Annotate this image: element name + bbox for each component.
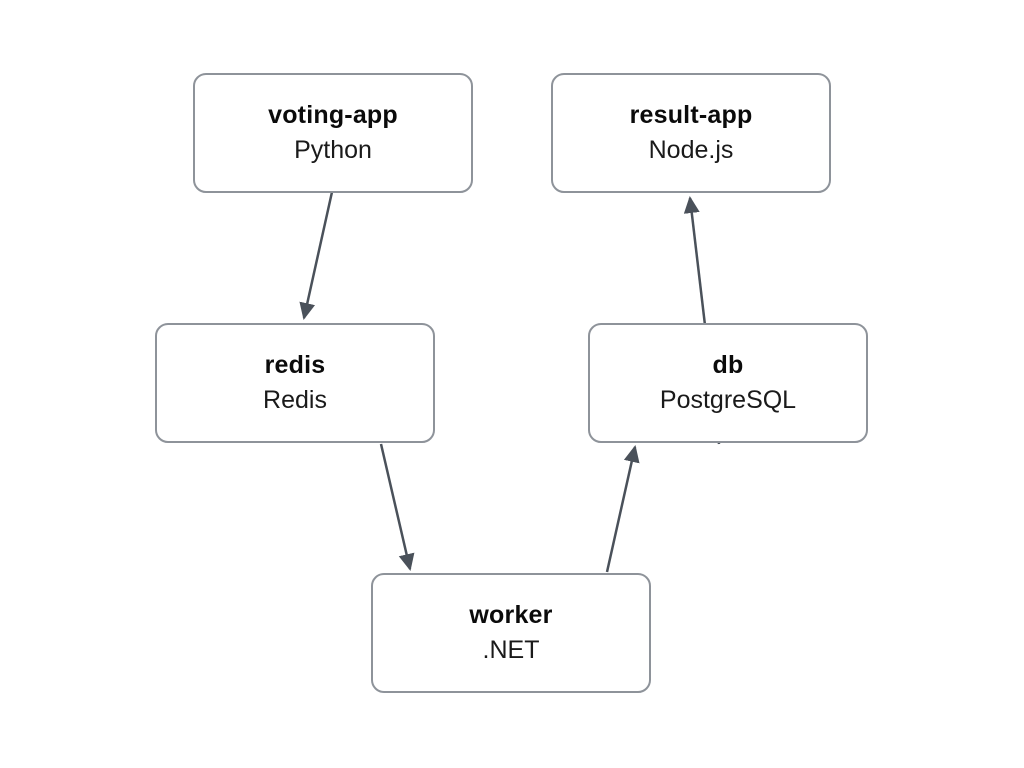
node-worker-subtitle: .NET [482, 636, 540, 664]
edge-redis-to-worker [379, 443, 415, 571]
node-result-app: result-app Node.js [551, 73, 831, 193]
edge-worker-to-db [605, 445, 640, 573]
node-redis-subtitle: Redis [263, 386, 327, 414]
node-worker: worker .NET [371, 573, 651, 693]
node-db: db PostgreSQL [588, 323, 868, 443]
node-worker-title: worker [469, 601, 553, 629]
node-redis: redis Redis [155, 323, 435, 443]
node-result-app-subtitle: Node.js [648, 136, 734, 164]
node-voting-app: voting-app Python [193, 73, 473, 193]
node-voting-app-title: voting-app [268, 101, 398, 129]
node-voting-app-subtitle: Python [294, 136, 372, 164]
edge-voting-app-to-redis [299, 191, 334, 320]
node-db-subtitle: PostgreSQL [659, 386, 797, 414]
node-result-app-title: result-app [629, 101, 753, 129]
node-db-title: db [712, 351, 744, 379]
node-redis-title: redis [264, 351, 326, 379]
